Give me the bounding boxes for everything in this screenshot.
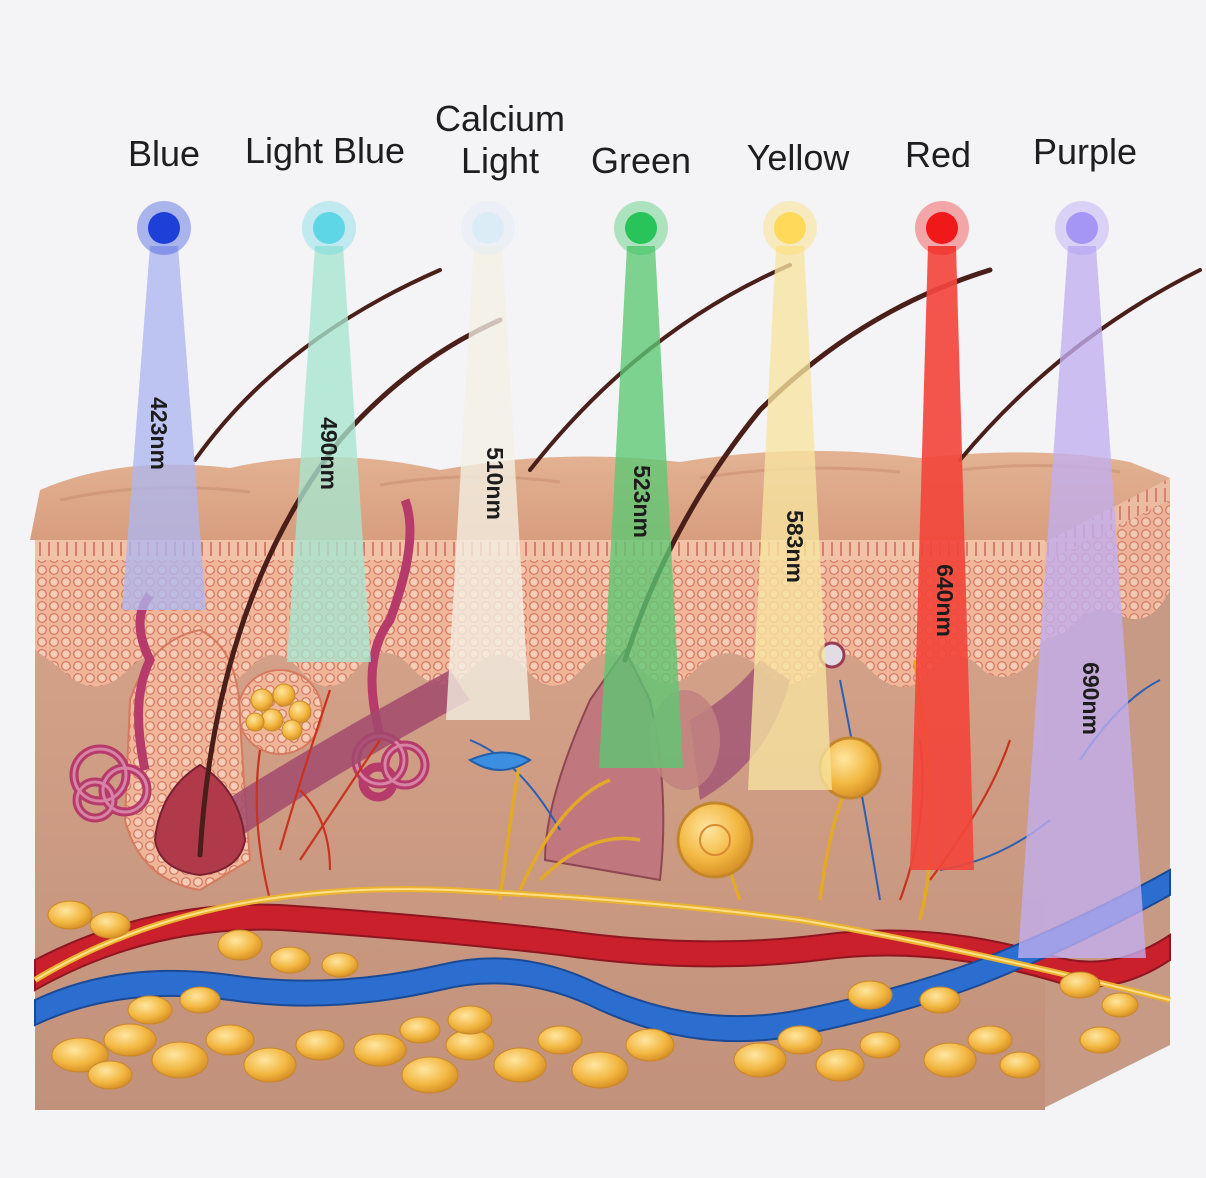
label-red: Red [904, 134, 972, 175]
label-green: Green [590, 140, 692, 181]
fat-globule [733, 1042, 787, 1078]
light-beam-calcium-light [446, 246, 530, 720]
fat-globule [87, 1060, 133, 1090]
light-emitter-red [926, 212, 958, 244]
fat-globule [859, 1031, 901, 1059]
fat-globule [217, 929, 263, 961]
wavelength-blue: 423nm [145, 397, 172, 470]
fat-globule [923, 1042, 977, 1078]
fat-globule [321, 952, 359, 978]
wavelength-yellow: 583nm [781, 510, 808, 583]
fat-globule [179, 986, 221, 1014]
nerve-receptor-1 [676, 801, 754, 879]
fat-globule [1101, 992, 1139, 1018]
wavelength-light-blue: 490nm [315, 417, 342, 490]
wavelength-red: 640nm [931, 564, 958, 637]
light-beam-light-blue [287, 246, 371, 662]
light-emitter-green [625, 212, 657, 244]
blue-receptor [467, 751, 532, 771]
fat-globule [151, 1041, 209, 1079]
light-emitter-purple [1066, 212, 1098, 244]
fat-globule [919, 986, 961, 1014]
fat-globule [295, 1029, 345, 1061]
fat-globule [815, 1048, 865, 1082]
artery [34, 903, 1171, 992]
label-blue: Blue [127, 133, 201, 174]
fat-globule [537, 1025, 583, 1055]
fat-globule [353, 1033, 407, 1067]
light-beam-blue [122, 246, 206, 610]
fat-globule [103, 1023, 157, 1057]
fat-globule [47, 900, 93, 930]
fat-globule [89, 911, 131, 939]
label-yellow: Yellow [746, 137, 850, 178]
light-beam-yellow [748, 246, 832, 790]
fat-globule [401, 1056, 459, 1094]
fat-globule [399, 1016, 441, 1044]
fat-globule [1079, 1026, 1121, 1054]
light-beam-green [599, 246, 683, 768]
wavelength-green: 523nm [628, 465, 655, 538]
skin-surface [30, 450, 1170, 542]
fat-globule [967, 1025, 1013, 1055]
wavelength-calcium-light: 510nm [481, 447, 508, 520]
fat-globule [777, 1025, 823, 1055]
fat-globule [51, 1037, 109, 1073]
fat-globule [625, 1028, 675, 1062]
wavelength-purple: 690nm [1077, 662, 1104, 735]
label-calcium-light: Calcium Light [434, 98, 566, 181]
fat-globule [205, 1024, 255, 1056]
light-emitter-blue [148, 212, 180, 244]
fat-globule [847, 980, 893, 1010]
light-beam-purple [1018, 246, 1146, 958]
fat-globule [493, 1047, 547, 1083]
light-beam-red [910, 246, 974, 870]
label-purple: Purple [1032, 131, 1138, 172]
light-emitter-light-blue [313, 212, 345, 244]
arrector-muscle [210, 670, 470, 840]
fat-globule [127, 995, 173, 1025]
fat-globule [269, 946, 311, 974]
fat-globule [243, 1047, 297, 1083]
light-emitter-calcium-light [472, 212, 504, 244]
fat-globule [571, 1051, 629, 1089]
fat-globule [999, 1051, 1041, 1079]
hair-bulb-left [153, 763, 247, 877]
fat-globule [447, 1005, 493, 1035]
label-light-blue: Light Blue [244, 130, 406, 171]
light-emitter-yellow [774, 212, 806, 244]
subcutaneous-fat [47, 900, 1139, 1094]
fat-globule [1059, 971, 1101, 999]
